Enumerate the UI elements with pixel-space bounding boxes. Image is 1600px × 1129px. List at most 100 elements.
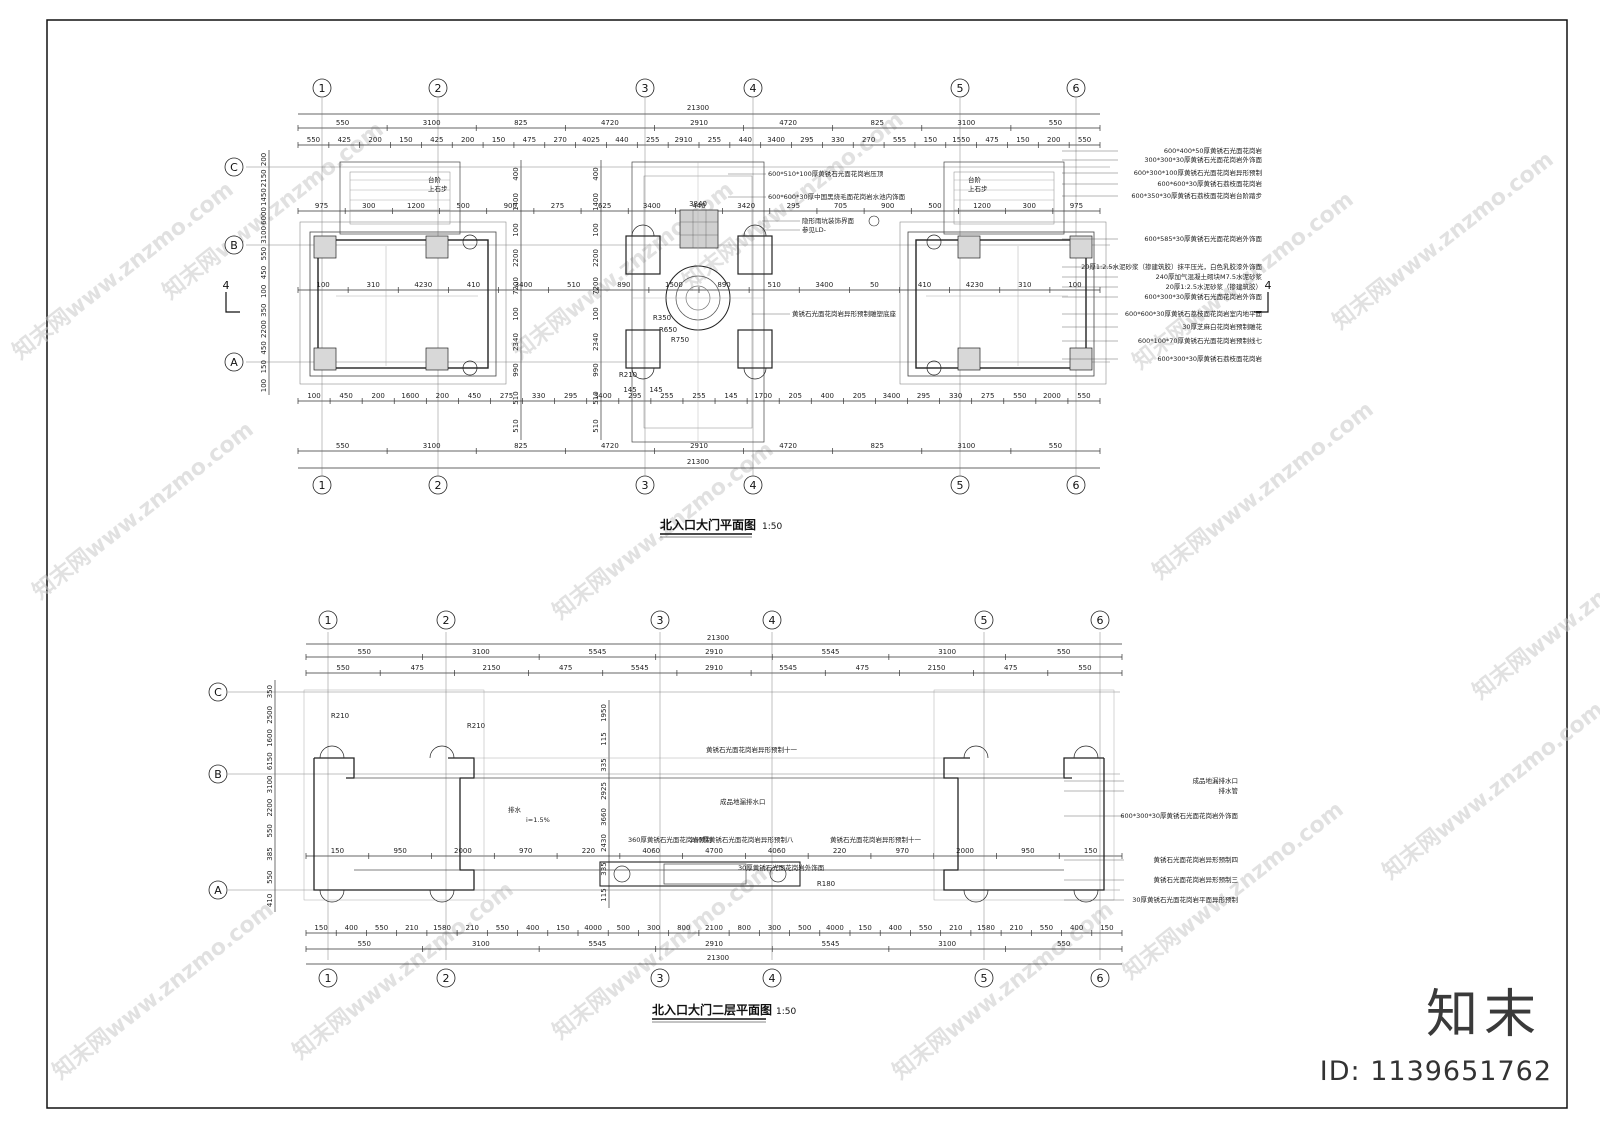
dimension-label: 100 [592,307,600,320]
dimension-label: 550 [336,119,349,127]
axis-bubble-B: B [214,768,222,781]
axis-bubble-4: 4 [750,82,757,95]
dimension-label: 295 [800,136,813,144]
dimension-label: 4700 [705,847,723,855]
axis-bubble-5: 5 [981,614,988,627]
dimension-label: 200 [436,392,449,400]
dimension-label: 825 [871,442,884,450]
dimension-label: 550 [496,924,509,932]
total-dimension: 21300 [707,634,729,642]
plan2-left-pavilion [303,689,485,903]
dimension-label: 3100 [472,940,490,948]
dimension-label: 200 [461,136,474,144]
axis-bubble-1: 1 [325,972,332,985]
dimension-label: 970 [896,847,909,855]
dimension-label: 210 [949,924,962,932]
center-dimension: R650 [659,326,677,334]
dimension-label: 800 [677,924,690,932]
center-dimension: R750 [671,336,689,344]
dimension-label: 200 [368,136,381,144]
material-note: 30厚黄锈石光面花岗岩外饰面 [738,863,825,872]
dimension-label: 220 [582,847,595,855]
dimension-label: 210 [466,924,479,932]
axis-bubble-2: 2 [443,614,450,627]
dimension-label: 2150 [928,664,946,672]
dimension-label: 3100 [423,442,441,450]
dimension-label: 275 [551,202,564,210]
dimension-label: 425 [430,136,443,144]
dimension-label: 550 [266,824,274,837]
plan1-title-block: 北入口大门平面图 1:50 [660,517,782,538]
dimension-label: 440 [615,136,628,144]
plan1-center-fountain [625,161,773,443]
dimension-label: 4720 [779,442,797,450]
dimension-label: 1580 [977,924,995,932]
dimension-label: 150 [399,136,412,144]
dimension-label: 550 [1057,648,1070,656]
total-dimension: 21300 [687,104,709,112]
material-note: 黄锈石光面花岗岩异形预制四 [1154,855,1239,864]
dimension-label: 4000 [826,924,844,932]
dimension-label: 400 [512,167,520,180]
dimension-label: 4720 [779,119,797,127]
dimension-label: 475 [523,136,536,144]
dimension-label: 4230 [966,281,984,289]
plan-2-second-floor [208,610,1124,988]
dimension-label: 825 [514,442,527,450]
axis-bubble-2: 2 [435,82,442,95]
dimension-label: 950 [1021,847,1034,855]
dimension-label: 150 [858,924,871,932]
dimension-label: 1450 [260,188,268,206]
dimension-label: 2430 [600,834,608,852]
dimension-label: 550 [358,940,371,948]
dimension-label: 330 [532,392,545,400]
dimension-label: 150 [1100,924,1113,932]
dimension-label: 1600 [401,392,419,400]
dimension-label: 400 [821,392,834,400]
dimension-label: 270 [554,136,567,144]
dimension-label: 500 [798,924,811,932]
plan1-left-pavilion [299,161,507,385]
dimension-label: 5545 [822,940,840,948]
dimension-label: 550 [260,247,268,260]
axis-bubble-1: 1 [325,614,332,627]
dimension-label: 100 [260,379,268,392]
axis-bubble-B: B [230,239,238,252]
dimension-label: 5545 [589,648,607,656]
material-note: 600*100*70厚黄锈石光面花岗岩预制线七 [1138,336,1263,345]
material-note: 600*300*100厚黄锈石光面花岗岩异形预制 [1134,168,1263,177]
plan2-center-beam [474,757,944,891]
plan2-right-pavilion [933,689,1115,903]
dimension-label: 150 [260,360,268,373]
material-note: 600*300*30厚黄锈石光面花岗岩外饰面 [1144,292,1262,301]
dimension-label: 900 [881,202,894,210]
dimension-label: 550 [1057,940,1070,948]
dimension-label: 200 [1047,136,1060,144]
axis-bubble-2: 2 [435,479,442,492]
stair-label: 上石步 [428,184,448,193]
dimension-label: 550 [375,924,388,932]
axis-bubble-5: 5 [957,82,964,95]
dimension-label: 500 [456,202,469,210]
dimension-label: 150 [556,924,569,932]
center-dimension: R180 [817,880,835,888]
dimension-label: 510 [768,281,781,289]
dimension-label: 800 [738,924,751,932]
dimension-label: 440 [739,136,752,144]
dimension-label: 550 [1049,119,1062,127]
dimension-label: 295 [787,202,800,210]
dimension-label: 100 [1068,281,1081,289]
dimension-label: 410 [266,894,274,907]
dimension-label: 7200 [512,277,520,295]
dimension-label: 550 [358,648,371,656]
dimension-label: 300 [647,924,660,932]
dimension-label: 1500 [665,281,683,289]
plan2-title-block: 北入口大门二层平面图 1:50 [652,1002,796,1023]
dimension-label: 2200 [512,249,520,267]
plan1-note-leaders [728,150,1118,360]
dimension-label: 3100 [266,775,274,793]
dimension-label: 550 [1040,924,1053,932]
